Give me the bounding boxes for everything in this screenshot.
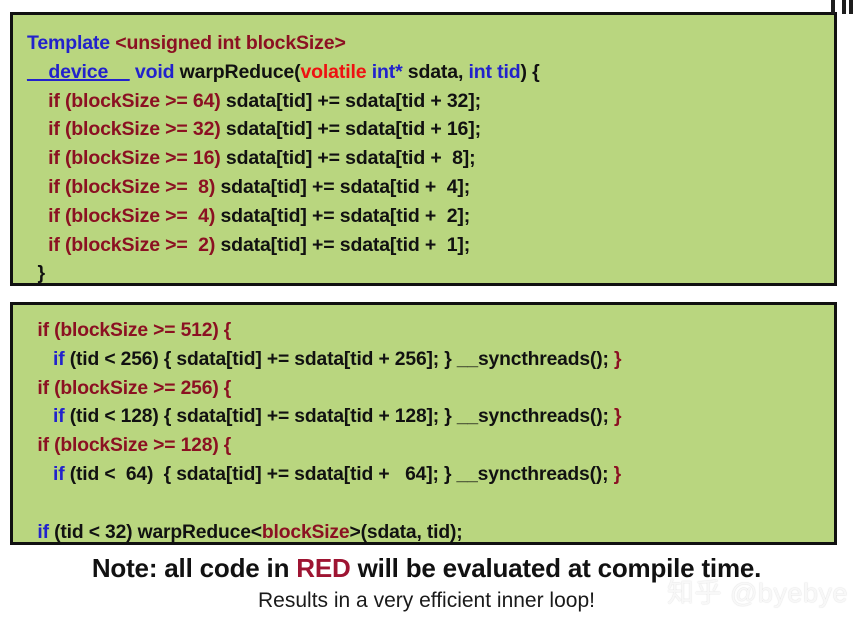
code-line: if (tid < 128) { sdata[tid] += sdata[tid… [27,403,834,432]
code-token: } [613,406,622,428]
note-suffix: will be evaluated at compile time. [350,553,762,583]
code-token: if (blockSize >= 16) [27,147,221,170]
code-token: } [613,348,622,370]
code-line: if (blockSize >= 256) { [27,375,834,404]
code-token: if (blockSize >= 64) [27,89,221,112]
code-line: if (tid < 256) { sdata[tid] += sdata[tid… [27,346,834,375]
code-token [27,493,32,514]
note-highlight-red: RED [296,553,351,583]
code-lines-main-reduce: if (blockSize >= 512) { if (tid < 256) {… [13,305,834,543]
code-lines-warp-reduce: Template <unsigned int blockSize>__devic… [13,15,834,285]
code-token: if [27,463,70,485]
code-line: if (blockSize >= 128) { [27,432,834,461]
code-line: if (blockSize >= 16) sdata[tid] += sdata… [27,144,834,173]
code-block-warp-reduce: Template <unsigned int blockSize>__devic… [10,12,837,286]
code-line: if (blockSize >= 32) sdata[tid] += sdata… [27,115,834,144]
code-token: if [27,406,70,428]
code-token: Template [27,32,116,54]
code-token: sdata[tid] += sdata[tid + 2]; [215,204,471,227]
code-token: } [613,463,622,485]
code-token: int* [371,60,403,83]
code-token: if (blockSize >= 2) [27,233,216,256]
code-line: if (blockSize >= 8) sdata[tid] += sdata[… [27,173,834,202]
code-token: sdata[tid] += sdata[tid + 32]; [220,89,481,112]
code-token: if [27,521,55,543]
code-token: sdata, [402,60,469,83]
capture-edge-artifact [849,0,853,14]
code-line: } [27,259,834,285]
code-token: >(sdata, tid); [349,521,463,543]
code-token: sdata[tid] += sdata[tid + 16]; [220,118,481,141]
code-line: if (tid < 32) warpReduce<blockSize>(sdat… [27,519,834,543]
code-token: (tid < 64) { sdata[tid] += sdata[tid + 6… [69,463,614,485]
code-token: if (blockSize >= 4) [27,204,216,227]
code-line: if (blockSize >= 4) sdata[tid] += sdata[… [27,202,834,231]
code-token: __device__ [27,60,130,83]
code-token: sdata[tid] += sdata[tid + 1]; [215,233,471,256]
code-line: __device__ void warpReduce(volatile int*… [27,58,834,87]
code-token: (tid < 32) warpReduce< [54,521,262,543]
code-token: sdata[tid] += sdata[tid + 4]; [215,175,471,198]
code-line: Template <unsigned int blockSize> [27,29,834,58]
code-line: if (blockSize >= 512) { [27,317,834,346]
code-token: (tid < 128) { sdata[tid] += sdata[tid + … [69,406,614,428]
code-line: if (blockSize >= 2) sdata[tid] += sdata[… [27,231,834,260]
code-token: warpReduce( [179,60,301,83]
code-line: if (tid < 64) { sdata[tid] += sdata[tid … [27,461,834,490]
code-token: ) { [520,60,540,83]
results-text: Results in a very efficient inner loop! [258,589,595,612]
code-line [27,490,834,519]
code-token: if (blockSize >= 256) { [27,377,232,399]
capture-edge-artifact [831,0,835,14]
code-token: <unsigned int blockSize> [115,32,346,54]
note-text: Note: all code in RED will be evaluated … [0,553,853,584]
code-token: if (blockSize >= 32) [27,118,221,141]
code-token: int tid [468,60,521,83]
code-token: } [27,262,46,285]
code-token: sdata[tid] += sdata[tid + 8]; [220,147,476,170]
capture-edge-artifact [842,0,846,14]
code-token: if (blockSize >= 8) [27,175,216,198]
code-token: volatile [300,60,372,83]
code-token: (tid < 256) { sdata[tid] += sdata[tid + … [69,348,614,370]
code-token: void [134,60,180,83]
code-block-main-reduce: if (blockSize >= 512) { if (tid < 256) {… [10,302,837,545]
code-token: if (blockSize >= 512) { [27,320,232,341]
code-token: blockSize [261,521,350,543]
code-token: if [27,348,70,370]
note-prefix: Note: all code in [91,553,297,583]
code-line: if (blockSize >= 64) sdata[tid] += sdata… [27,87,834,116]
code-token: if (blockSize >= 128) { [27,435,232,457]
